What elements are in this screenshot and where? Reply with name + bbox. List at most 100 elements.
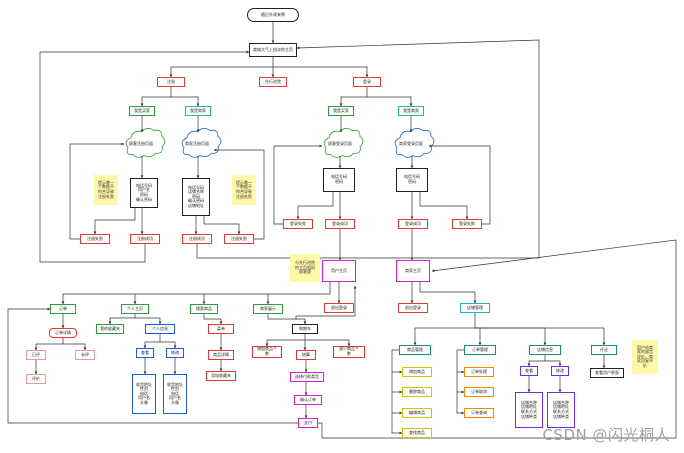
node-order-process: 订单处理: [464, 367, 494, 377]
node-login-buyer-ok: 登录成功: [325, 219, 355, 229]
node-visit-first: 先行进院: [259, 77, 287, 87]
connector-63: [475, 327, 547, 346]
node-shop-modify-info: 店铺名称 店铺地址 联系方式 店铺种类: [547, 392, 575, 428]
node-review: 评价: [26, 374, 46, 384]
node-login: 登录: [353, 77, 381, 87]
node-seller-home: 商家主页: [396, 260, 430, 282]
connector-60: [7, 307, 298, 424]
node-order-detail: 订单详情: [49, 328, 77, 338]
node-personal-info: 个人信息: [145, 324, 175, 334]
node-reg-seller: 我是商家: [185, 106, 211, 116]
node-login-seller-page: 商家登录页面: [399, 140, 423, 146]
connector-18: [196, 39, 540, 259]
node-shop-view: 查看: [520, 366, 538, 376]
node-reg-buyer-ok: 注册成功: [130, 234, 160, 244]
connector-62: [475, 327, 482, 346]
node-browse-goods: 搜索商品: [190, 304, 218, 314]
connector-64: [475, 327, 606, 346]
connector-35: [419, 282, 477, 304]
node-login-buyer-page: 顾客登录页面: [328, 140, 352, 146]
node-browse-shops: 商家展示: [253, 304, 283, 314]
node-order-manage: 订单管理: [464, 345, 496, 355]
connector-44: [108, 314, 136, 325]
connector-19: [339, 87, 368, 107]
node-login-buyer-fail: 登录失败: [283, 219, 313, 229]
node-login-seller: 我是商家: [398, 106, 424, 116]
connector-69: [456, 349, 465, 415]
connector-27: [296, 192, 334, 220]
reg-seller-page-cloud-shape: [181, 127, 222, 158]
node-del-item: 删除商品: [402, 387, 432, 397]
connector-45: [135, 317, 162, 325]
connector-16: [213, 148, 265, 240]
node-goods-detail: 商品详情: [208, 350, 234, 360]
node-login-buyer-form: 电话号码 密码: [323, 168, 355, 192]
connector-53: [267, 314, 307, 325]
connector-77: [318, 239, 677, 439]
connector-14: [203, 216, 241, 235]
node-login-seller-form: 电话号码 密码: [396, 168, 428, 192]
connector-4: [273, 66, 369, 78]
node-seller-logout: 退出登录: [398, 303, 428, 313]
node-reviewed: 已评: [26, 350, 46, 360]
connector-28: [419, 192, 469, 220]
connector-61: [413, 313, 476, 346]
node-main-page: 商城大气上档次的主页: [249, 43, 297, 57]
connector-36: [61, 282, 331, 305]
node-pay: 支付: [298, 418, 318, 428]
connector-54: [265, 334, 306, 347]
node-reduce-goods: 减少商品个 数: [333, 346, 365, 358]
connector-6: [171, 96, 200, 107]
node-unreviewed: 未评: [75, 350, 95, 360]
node-edit-item: 编辑商品: [402, 408, 432, 418]
node-reg-seller-page: 商家注册页面: [185, 140, 209, 146]
node-orders: 订单: [50, 304, 76, 314]
node-my-favorites: 我的收藏夹: [96, 324, 124, 334]
node-add-goods: 增加商品个 数: [252, 346, 282, 358]
connector-50: [203, 314, 223, 325]
node-personal: 个人主页: [121, 304, 149, 314]
node-shop-info: 店铺信息: [529, 345, 561, 355]
login-seller-page-cloud-shape: [394, 127, 435, 158]
reg-buyer-page-cloud-shape: [125, 127, 166, 158]
node-note-review: 用户给商 家的留言 评价，商 家回复评 价: [632, 340, 658, 374]
connector-30: [428, 144, 491, 225]
node-cart: 购物车: [292, 324, 318, 334]
node-register: 注册: [157, 77, 185, 87]
node-view-info: 收货地址 性别 电话 用户名 头像: [132, 374, 156, 414]
node-checkout: 结算: [296, 350, 316, 360]
node-user-home: 用户主页: [322, 260, 356, 282]
node-login-seller-fail: 登录失败: [452, 219, 482, 229]
connector-41: [34, 338, 64, 351]
connector-13: [93, 208, 136, 235]
node-reg-buyer: 我是买家: [129, 106, 155, 116]
connector-47: [160, 341, 177, 349]
node-pay-type: 选择付款类型: [290, 372, 324, 382]
node-modify-info: 收货地址 性别 电话 用户名 头像: [163, 374, 187, 414]
node-user-logout: 退出登录: [324, 303, 354, 313]
node-note-reg-buyer: 提示哪一 个数据不 符合导致 注册失败: [94, 175, 118, 205]
node-reg-seller-fail: 注册失败: [224, 234, 254, 244]
node-reg-buyer-fail: 注册失败: [80, 234, 110, 244]
connector-56: [305, 339, 351, 347]
connector-78: [295, 285, 357, 320]
node-order-query: 订单查询: [464, 408, 494, 418]
connector-73: [545, 360, 562, 367]
connector-29: [273, 144, 323, 225]
node-login-buyer: 我是买家: [328, 106, 354, 116]
node-reg-seller-ok: 注册成功: [182, 234, 212, 244]
connector-65: [391, 349, 403, 435]
node-add-fav: 添加收藏夹: [206, 371, 236, 381]
node-shop-modify: 修改: [551, 366, 569, 376]
connector-20: [367, 96, 413, 107]
connector-5: [140, 87, 172, 107]
connector-15: [69, 142, 125, 240]
watermark: CSDN @闪光桐人: [542, 426, 670, 444]
node-login-seller-ok: 登录成功: [398, 219, 428, 229]
node-shop-view-info: 店铺名称 店铺地址 联系方式 店铺种类: [515, 392, 543, 428]
connector-72: [527, 355, 546, 367]
node-view: 查看: [136, 348, 154, 358]
login-buyer-page-cloud-shape: [323, 127, 364, 158]
